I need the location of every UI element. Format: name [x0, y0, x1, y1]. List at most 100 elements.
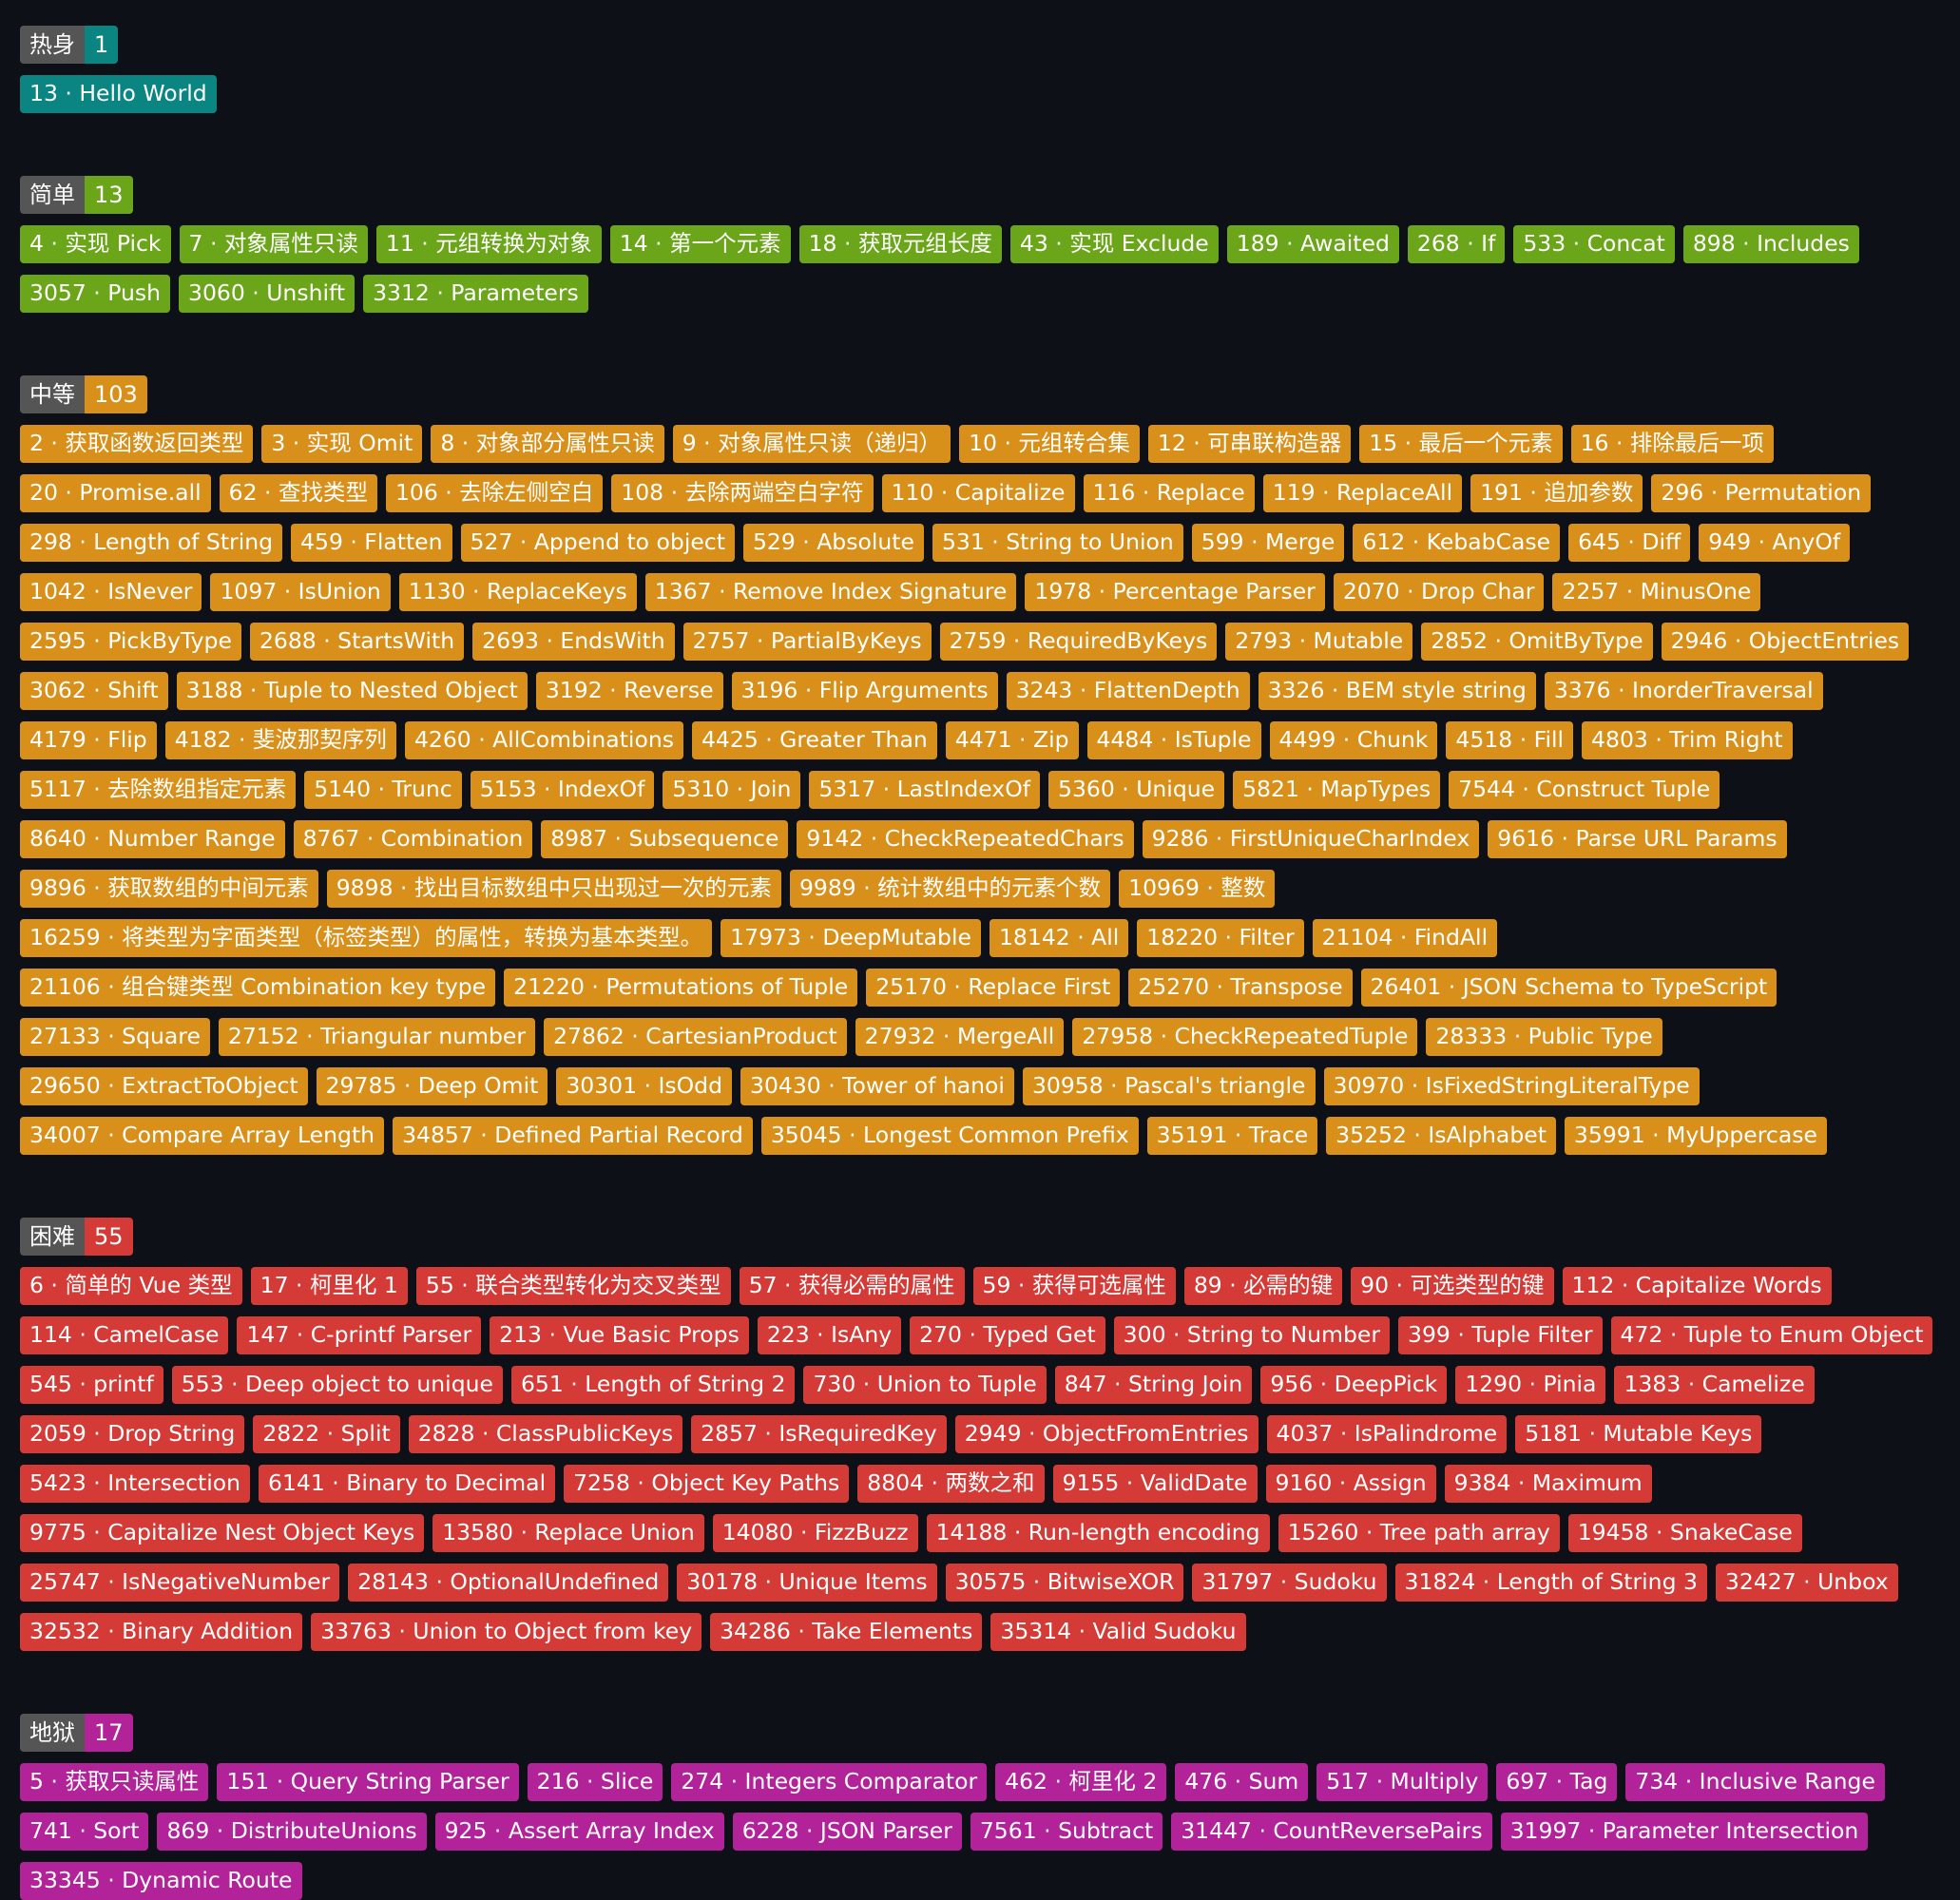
- challenge-badge-31824[interactable]: 31824 · Length of String 3: [1394, 1564, 1707, 1602]
- challenge-badge-517[interactable]: 517 · Multiply: [1316, 1763, 1489, 1801]
- challenge-badge-3196[interactable]: 3196 · Flip Arguments: [731, 672, 998, 710]
- challenge-badge-5317[interactable]: 5317 · LastIndexOf: [809, 771, 1040, 809]
- challenge-badge-8987[interactable]: 8987 · Subsequence: [541, 820, 789, 858]
- challenge-badge-16[interactable]: 16 · 排除最后一项: [1570, 425, 1774, 463]
- challenge-badge-13[interactable]: 13 · Hello World: [20, 75, 217, 113]
- challenge-badge-30178[interactable]: 30178 · Unique Items: [677, 1564, 937, 1602]
- challenge-badge-298[interactable]: 298 · Length of String: [20, 524, 283, 562]
- challenge-badge-30430[interactable]: 30430 · Tower of hanoi: [740, 1067, 1014, 1105]
- challenge-badge-9[interactable]: 9 · 对象属性只读（递归）: [672, 425, 951, 463]
- challenge-badge-4425[interactable]: 4425 · Greater Than: [691, 721, 937, 759]
- challenge-badge-274[interactable]: 274 · Integers Comparator: [671, 1763, 988, 1801]
- challenge-badge-3062[interactable]: 3062 · Shift: [20, 672, 168, 710]
- challenge-badge-213[interactable]: 213 · Vue Basic Props: [490, 1316, 749, 1354]
- challenge-badge-14188[interactable]: 14188 · Run-length encoding: [926, 1514, 1270, 1552]
- challenge-badge-1383[interactable]: 1383 · Camelize: [1614, 1366, 1815, 1404]
- challenge-badge-527[interactable]: 527 · Append to object: [460, 524, 735, 562]
- challenge-badge-15260[interactable]: 15260 · Tree path array: [1278, 1514, 1560, 1552]
- challenge-badge-399[interactable]: 399 · Tuple Filter: [1398, 1316, 1603, 1354]
- challenge-badge-869[interactable]: 869 · DistributeUnions: [157, 1813, 427, 1851]
- challenge-badge-3376[interactable]: 3376 · InorderTraversal: [1544, 672, 1823, 710]
- challenge-badge-6228[interactable]: 6228 · JSON Parser: [732, 1813, 962, 1851]
- challenge-badge-531[interactable]: 531 · String to Union: [932, 524, 1183, 562]
- challenge-badge-119[interactable]: 119 · ReplaceAll: [1262, 474, 1463, 512]
- challenge-badge-268[interactable]: 268 · If: [1407, 225, 1506, 263]
- challenge-badge-5153[interactable]: 5153 · IndexOf: [470, 771, 655, 809]
- challenge-badge-476[interactable]: 476 · Sum: [1175, 1763, 1309, 1801]
- challenge-badge-34286[interactable]: 34286 · Take Elements: [710, 1613, 983, 1651]
- challenge-badge-6[interactable]: 6 · 简单的 Vue 类型: [20, 1267, 242, 1305]
- challenge-badge-270[interactable]: 270 · Typed Get: [910, 1316, 1105, 1354]
- challenge-badge-2793[interactable]: 2793 · Mutable: [1225, 623, 1413, 661]
- challenge-badge-15[interactable]: 15 · 最后一个元素: [1359, 425, 1563, 463]
- challenge-badge-28333[interactable]: 28333 · Public Type: [1426, 1018, 1662, 1056]
- challenge-badge-114[interactable]: 114 · CamelCase: [20, 1316, 229, 1354]
- challenge-badge-31447[interactable]: 31447 · CountReversePairs: [1171, 1813, 1492, 1851]
- challenge-badge-4179[interactable]: 4179 · Flip: [20, 721, 157, 759]
- challenge-badge-7[interactable]: 7 · 对象属性只读: [179, 225, 368, 263]
- challenge-badge-9286[interactable]: 9286 · FirstUniqueCharIndex: [1142, 820, 1480, 858]
- challenge-badge-4[interactable]: 4 · 实现 Pick: [20, 225, 171, 263]
- challenge-badge-9989[interactable]: 9989 · 统计数组中的元素个数: [789, 870, 1111, 908]
- challenge-badge-5310[interactable]: 5310 · Join: [663, 771, 801, 809]
- challenge-badge-13580[interactable]: 13580 · Replace Union: [432, 1514, 704, 1552]
- challenge-badge-4484[interactable]: 4484 · IsTuple: [1086, 721, 1261, 759]
- challenge-badge-18[interactable]: 18 · 获取元组长度: [798, 225, 1002, 263]
- challenge-badge-1130[interactable]: 1130 · ReplaceKeys: [398, 573, 637, 611]
- challenge-badge-17973[interactable]: 17973 · DeepMutable: [721, 919, 981, 957]
- challenge-badge-57[interactable]: 57 · 获得必需的属性: [739, 1267, 965, 1305]
- challenge-badge-33763[interactable]: 33763 · Union to Object from key: [311, 1613, 702, 1651]
- challenge-badge-8640[interactable]: 8640 · Number Range: [20, 820, 285, 858]
- challenge-badge-898[interactable]: 898 · Includes: [1682, 225, 1859, 263]
- challenge-badge-4499[interactable]: 4499 · Chunk: [1269, 721, 1438, 759]
- challenge-badge-29650[interactable]: 29650 · ExtractToObject: [20, 1067, 308, 1105]
- challenge-badge-529[interactable]: 529 · Absolute: [742, 524, 924, 562]
- challenge-badge-9775[interactable]: 9775 · Capitalize Nest Object Keys: [20, 1514, 425, 1552]
- challenge-badge-110[interactable]: 110 · Capitalize: [881, 474, 1075, 512]
- challenge-badge-8804[interactable]: 8804 · 两数之和: [857, 1465, 1045, 1503]
- challenge-badge-5140[interactable]: 5140 · Trunc: [304, 771, 462, 809]
- challenge-badge-147[interactable]: 147 · C-printf Parser: [237, 1316, 482, 1354]
- challenge-badge-6141[interactable]: 6141 · Binary to Decimal: [259, 1465, 556, 1503]
- challenge-badge-34007[interactable]: 34007 · Compare Array Length: [20, 1117, 385, 1155]
- challenge-badge-189[interactable]: 189 · Awaited: [1226, 225, 1399, 263]
- challenge-badge-31997[interactable]: 31997 · Parameter Intersection: [1500, 1813, 1869, 1851]
- challenge-badge-5[interactable]: 5 · 获取只读属性: [20, 1763, 209, 1801]
- challenge-badge-29785[interactable]: 29785 · Deep Omit: [316, 1067, 548, 1105]
- challenge-badge-3312[interactable]: 3312 · Parameters: [363, 275, 588, 313]
- challenge-badge-4803[interactable]: 4803 · Trim Right: [1582, 721, 1793, 759]
- challenge-badge-9384[interactable]: 9384 · Maximum: [1444, 1465, 1652, 1503]
- challenge-badge-3060[interactable]: 3060 · Unshift: [179, 275, 355, 313]
- challenge-badge-35191[interactable]: 35191 · Trace: [1146, 1117, 1318, 1155]
- challenge-badge-2070[interactable]: 2070 · Drop Char: [1333, 573, 1545, 611]
- challenge-badge-2688[interactable]: 2688 · StartsWith: [249, 623, 465, 661]
- challenge-badge-25747[interactable]: 25747 · IsNegativeNumber: [20, 1564, 340, 1602]
- challenge-badge-9898[interactable]: 9898 · 找出目标数组中只出现过一次的元素: [326, 870, 781, 908]
- challenge-badge-27958[interactable]: 27958 · CheckRepeatedTuple: [1072, 1018, 1418, 1056]
- challenge-badge-5117[interactable]: 5117 · 去除数组指定元素: [20, 771, 297, 809]
- challenge-badge-89[interactable]: 89 · 必需的键: [1183, 1267, 1343, 1305]
- challenge-badge-4471[interactable]: 4471 · Zip: [945, 721, 1079, 759]
- challenge-badge-3[interactable]: 3 · 实现 Omit: [261, 425, 423, 463]
- challenge-badge-1978[interactable]: 1978 · Percentage Parser: [1025, 573, 1325, 611]
- challenge-badge-3243[interactable]: 3243 · FlattenDepth: [1006, 672, 1250, 710]
- challenge-badge-956[interactable]: 956 · DeepPick: [1260, 1366, 1448, 1404]
- challenge-badge-5181[interactable]: 5181 · Mutable Keys: [1515, 1415, 1762, 1453]
- challenge-badge-1097[interactable]: 1097 · IsUnion: [210, 573, 391, 611]
- challenge-badge-27862[interactable]: 27862 · CartesianProduct: [544, 1018, 847, 1056]
- challenge-badge-3057[interactable]: 3057 · Push: [20, 275, 171, 313]
- challenge-badge-32427[interactable]: 32427 · Unbox: [1715, 1564, 1898, 1602]
- challenge-badge-14080[interactable]: 14080 · FizzBuzz: [712, 1514, 918, 1552]
- challenge-badge-191[interactable]: 191 · 追加参数: [1470, 474, 1643, 512]
- challenge-badge-4518[interactable]: 4518 · Fill: [1446, 721, 1574, 759]
- challenge-badge-545[interactable]: 545 · printf: [20, 1366, 163, 1404]
- challenge-badge-612[interactable]: 612 · KebabCase: [1353, 524, 1561, 562]
- challenge-badge-1367[interactable]: 1367 · Remove Index Signature: [644, 573, 1017, 611]
- challenge-badge-2257[interactable]: 2257 · MinusOne: [1552, 573, 1761, 611]
- challenge-badge-847[interactable]: 847 · String Join: [1054, 1366, 1253, 1404]
- challenge-badge-35991[interactable]: 35991 · MyUppercase: [1564, 1117, 1827, 1155]
- challenge-badge-35314[interactable]: 35314 · Valid Sudoku: [990, 1613, 1246, 1651]
- challenge-badge-19458[interactable]: 19458 · SnakeCase: [1567, 1514, 1802, 1552]
- challenge-badge-9160[interactable]: 9160 · Assign: [1265, 1465, 1436, 1503]
- challenge-badge-43[interactable]: 43 · 实现 Exclude: [1009, 225, 1219, 263]
